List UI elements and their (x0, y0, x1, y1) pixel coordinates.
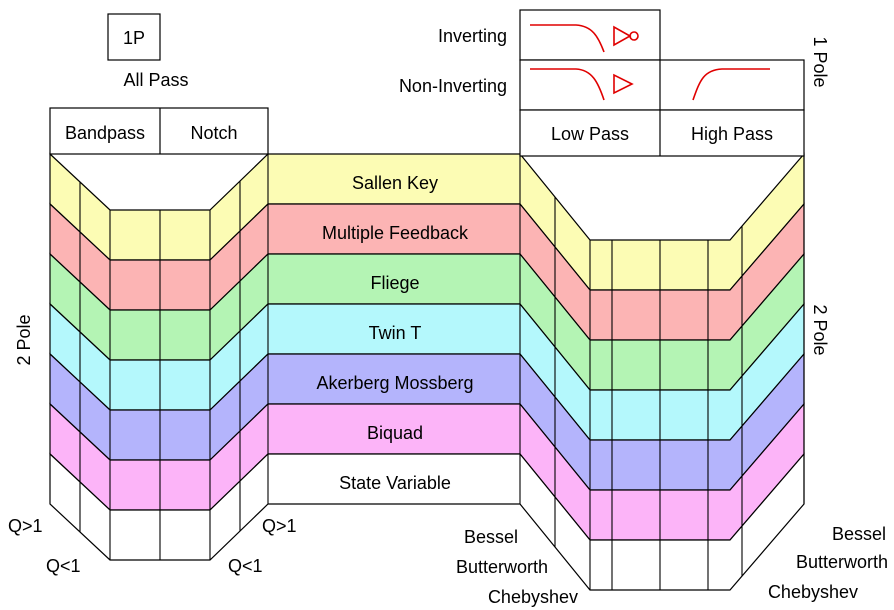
high-pass-label: High Pass (691, 124, 773, 144)
topology-labels: Sallen Key Multiple Feedback Fliege Twin… (316, 173, 473, 493)
q-less-1-left: Q<1 (46, 556, 81, 576)
butterworth-left-label: Butterworth (456, 557, 548, 577)
grid-lines (79, 154, 805, 590)
lowpass-response-icon (530, 68, 605, 101)
topology-label: Akerberg Mossberg (316, 373, 473, 393)
two-pole-right-label: 2 Pole (810, 304, 830, 355)
topology-label: Twin T (369, 323, 422, 343)
highpass-response-icon (692, 68, 770, 101)
chebyshev-left-label: Chebyshev (488, 587, 578, 607)
two-pole-left-label: 2 Pole (14, 314, 34, 365)
q-less-1-right: Q<1 (228, 556, 263, 576)
butterworth-right-label: Butterworth (796, 552, 888, 572)
topology-label: Multiple Feedback (322, 223, 469, 243)
non-inverting-amplifier-icon (613, 73, 634, 95)
bessel-left-label: Bessel (464, 527, 518, 547)
one-pole-inverting-box (519, 9, 661, 61)
one-p-label: 1P (123, 28, 145, 48)
bandpass-label: Bandpass (65, 123, 145, 143)
topology-label: Sallen Key (352, 173, 438, 193)
chebyshev-right-label: Chebyshev (768, 582, 858, 602)
one-pole-label: 1 Pole (810, 36, 830, 87)
low-pass-label: Low Pass (551, 124, 629, 144)
topology-label: Biquad (367, 423, 423, 443)
lowpass-response-icon (530, 24, 605, 53)
bandpass-notch-header (49, 107, 269, 155)
one-pole-non-inverting-box (519, 59, 805, 111)
inverting-label: Inverting (438, 26, 507, 46)
bessel-right-label: Bessel (832, 524, 886, 544)
q-greater-1-left: Q>1 (8, 516, 43, 536)
topology-label: State Variable (339, 473, 451, 493)
non-inverting-label: Non-Inverting (399, 76, 507, 96)
color-bands (49, 152, 805, 591)
inverting-amplifier-icon (613, 25, 639, 47)
one-pole-all-pass-box (107, 13, 161, 61)
lowpass-highpass-header (519, 109, 805, 157)
all-pass-label: All Pass (123, 70, 188, 90)
topology-label: Fliege (370, 273, 419, 293)
q-greater-1-right: Q>1 (262, 516, 297, 536)
notch-label: Notch (190, 123, 237, 143)
